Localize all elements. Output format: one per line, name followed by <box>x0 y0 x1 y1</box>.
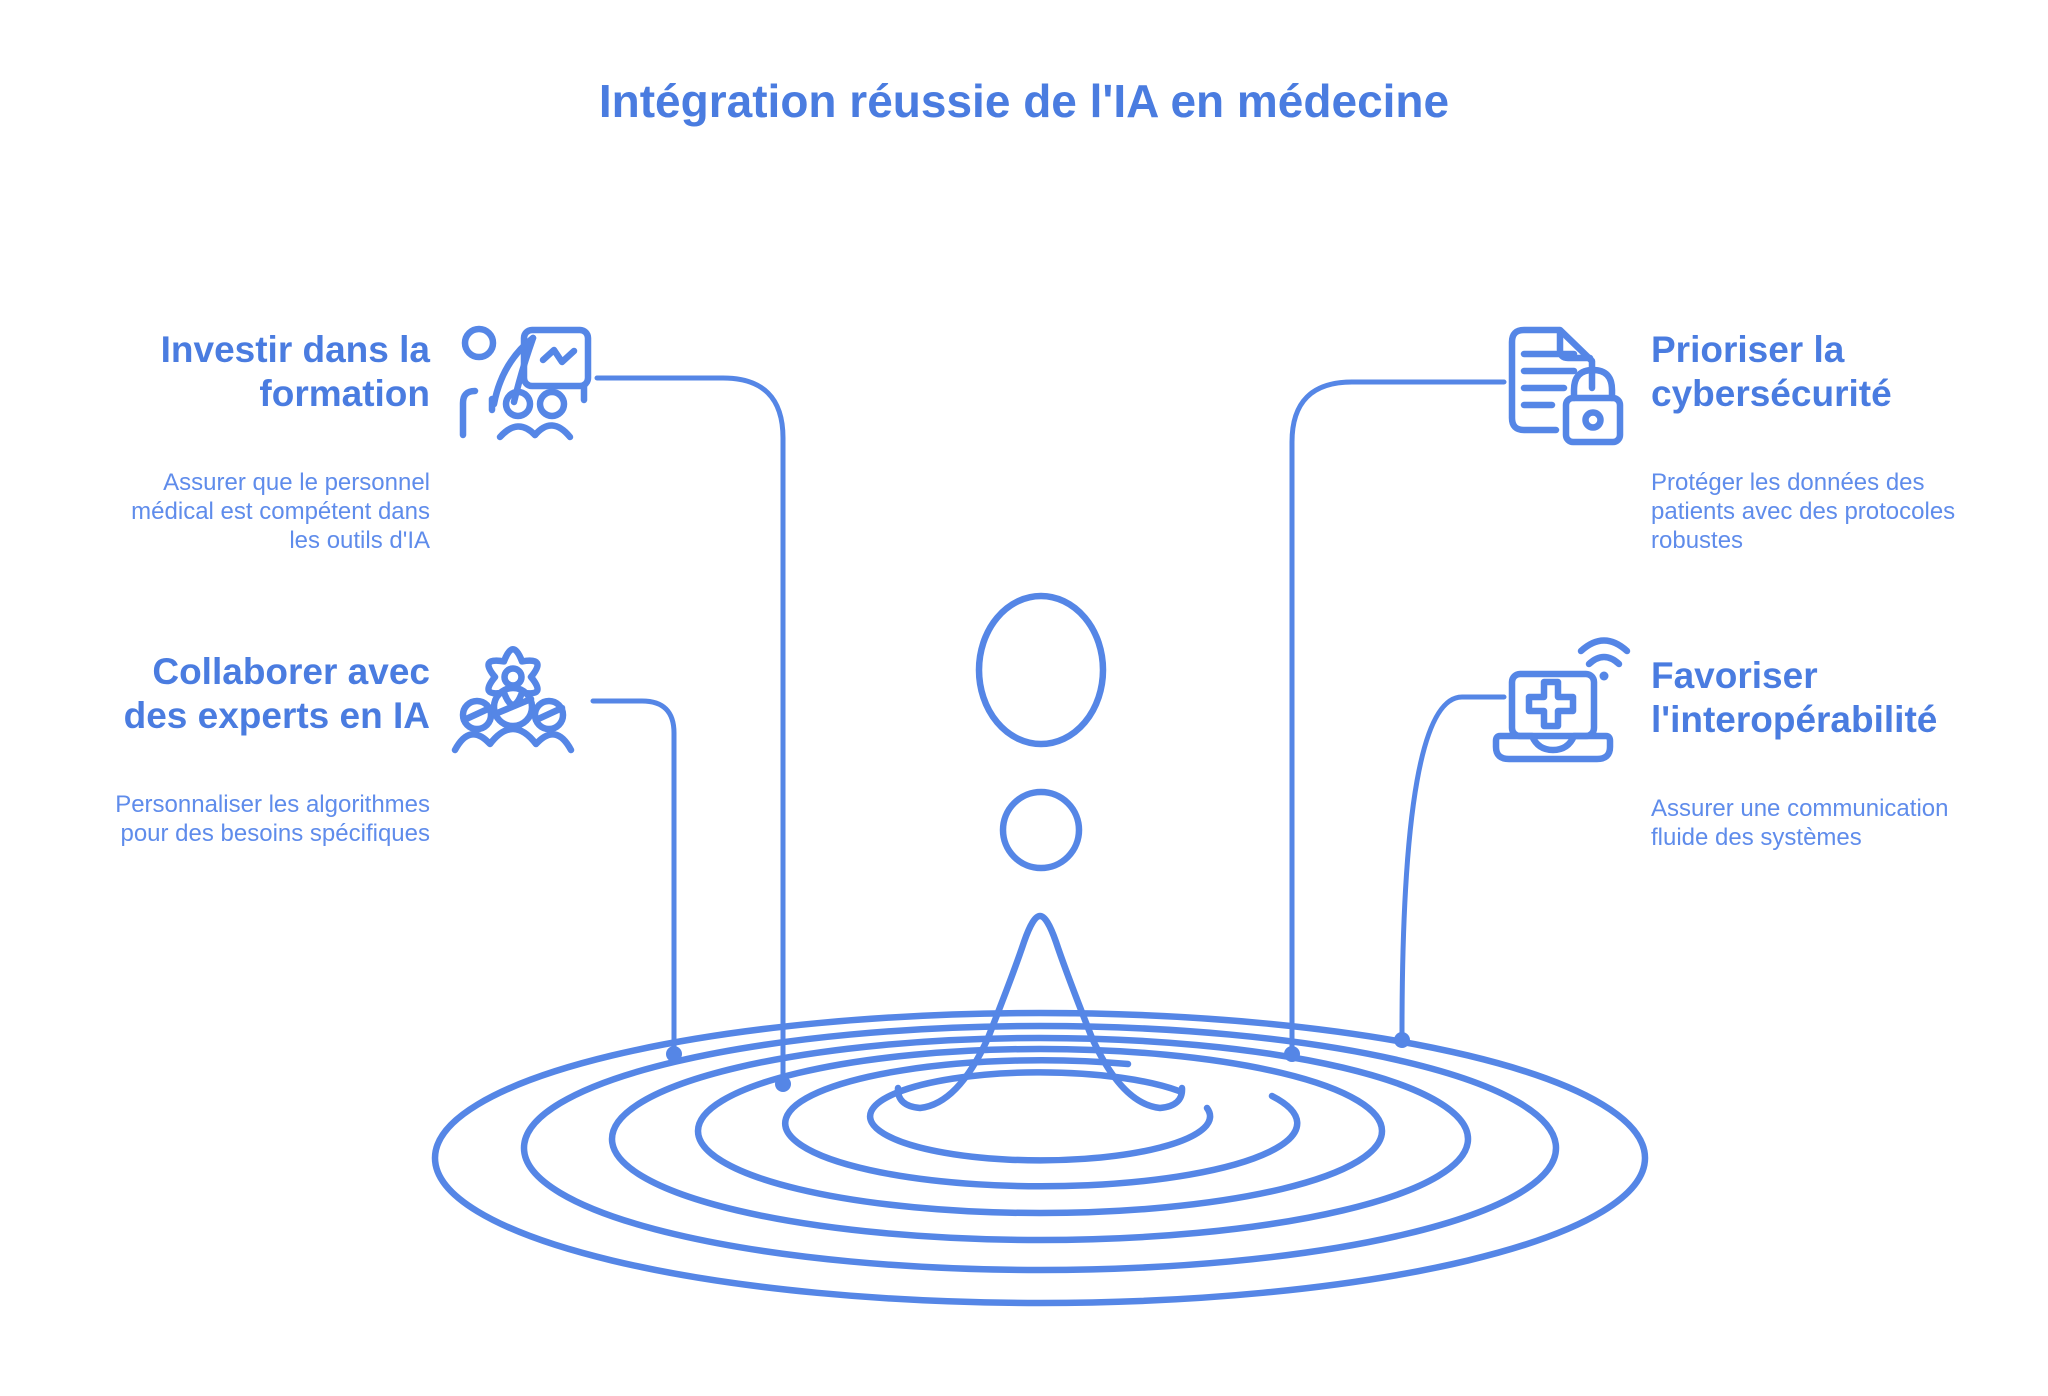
laptop-medical-cross-wifi-icon <box>1492 637 1631 763</box>
section-description-experts-ia: Personnaliser les algorithmes pour des b… <box>0 790 430 848</box>
section-title-line: Collaborer avec <box>152 651 430 692</box>
ripple-rings <box>431 1009 1649 1307</box>
section-description-formation: Assurer que le personnel médical est com… <box>0 468 430 555</box>
presentation-chart-people-icon <box>459 325 592 441</box>
water-droplets <box>975 592 1107 872</box>
section-description-line: Assurer une communication <box>1651 795 1949 822</box>
section-title-line: Prioriser la <box>1651 329 1845 370</box>
connector-interoperabilite-dot <box>1394 1032 1410 1048</box>
section-description-line: les outils d'IA <box>289 527 430 554</box>
document-lock-icon <box>1508 326 1624 446</box>
connector-formation-dot <box>775 1076 791 1092</box>
section-description-line: Personnaliser les algorithmes <box>115 791 430 818</box>
connector-formation <box>594 375 786 1080</box>
section-description-line: patients avec des protocoles <box>1651 498 1956 525</box>
section-title-line: Investir dans la <box>160 329 430 370</box>
section-description-interoperabilite: Assurer une communication fluide des sys… <box>1651 794 2048 852</box>
section-description-cybersecurite: Protéger les données des patients avec d… <box>1651 468 2048 555</box>
page-title: Intégration réussie de l'IA en médecine <box>598 75 1450 127</box>
section-title-formation: Investir dans la formation <box>0 328 430 416</box>
section-title-interoperabilite: Favoriser l'interopérabilité <box>1651 654 2048 742</box>
connector-cybersecurite <box>1289 379 1507 1050</box>
connector-lines <box>590 375 1507 1092</box>
section-title-line: formation <box>259 373 430 414</box>
section-description-line: médical est compétent dans <box>131 498 430 525</box>
connector-interoperabilite <box>1399 694 1507 1036</box>
section-title-experts-ia: Collaborer avec des experts en IA <box>0 650 430 738</box>
connector-experts-dot <box>666 1046 682 1062</box>
section-description-line: fluide des systèmes <box>1651 824 1862 851</box>
section-title-line: cybersécurité <box>1651 373 1892 414</box>
section-description-line: Protéger les données des <box>1651 469 1925 496</box>
section-description-line: robustes <box>1651 527 1744 554</box>
section-title-line: des experts en IA <box>123 695 430 736</box>
section-description-line: pour des besoins spécifiques <box>120 820 430 847</box>
connector-cybersecurite-dot <box>1284 1046 1300 1062</box>
section-description-line: Assurer que le personnel <box>163 469 430 496</box>
connector-experts <box>590 698 677 1050</box>
section-title-line: Favoriser <box>1651 655 1818 696</box>
section-title-line: l'interopérabilité <box>1651 699 1938 740</box>
gear-people-icon <box>451 645 575 754</box>
section-title-cybersecurite: Prioriser la cybersécurité <box>1651 328 2048 416</box>
splash-spike <box>894 912 1186 1112</box>
